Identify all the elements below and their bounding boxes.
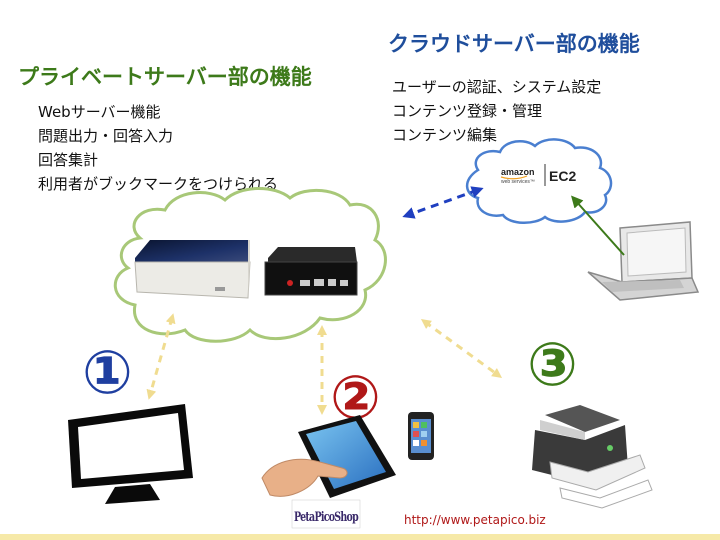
svg-text:PetaPicoShop: PetaPicoShop [294, 510, 359, 525]
tv-connection-arrow [146, 313, 176, 400]
laptop-icon [587, 221, 700, 301]
footer-bar [0, 534, 720, 540]
amazon-ec2-logo: amazon web services™ EC2 [497, 163, 585, 187]
petapico-shop-logo: PetaPicoShop [291, 499, 361, 529]
private-feature-item: 回答集計 [38, 151, 99, 169]
cloud-feature-item: コンテンツ編集 [392, 126, 498, 144]
server-box-white [134, 240, 251, 299]
cloud-feature-item: ユーザーの認証、システム設定 [392, 78, 602, 96]
private-feature-item: Webサーバー機能 [38, 103, 161, 121]
cloud-feature-list: ユーザーの認証、システム設定 コンテンツ登録・管理 コンテンツ編集 [392, 75, 601, 147]
cloud-sync-arrow [402, 186, 484, 219]
aws-logo-subtext: web services™ [501, 179, 535, 185]
printer-connection-arrow [420, 319, 503, 378]
private-feature-item: 問題出力・回答入力 [38, 127, 174, 145]
tablet-icon [261, 415, 396, 498]
tv-monitor-icon [68, 404, 193, 504]
ec2-logo-text: EC2 [549, 168, 576, 184]
server-box-black [264, 247, 358, 296]
private-feature-item: 利用者がブックマークをつけられる [38, 175, 279, 193]
website-url[interactable]: http://www.petapico.biz [404, 513, 546, 527]
private-server-title: プライベートサーバー部の機能 [18, 65, 312, 89]
amazon-logo-text: amazon [501, 167, 535, 177]
smartphone-icon [408, 412, 434, 460]
cloud-server-title: クラウドサーバー部の機能 [388, 32, 640, 56]
number-three-label: ③ [527, 330, 578, 400]
printer-icon [532, 405, 653, 509]
number-one-label: ① [82, 338, 133, 408]
private-feature-list: Webサーバー機能 問題出力・回答入力 回答集計 利用者がブックマークをつけられ… [38, 100, 278, 196]
cloud-feature-item: コンテンツ登録・管理 [392, 102, 543, 120]
laptop-to-cloud-arrow [571, 195, 625, 256]
